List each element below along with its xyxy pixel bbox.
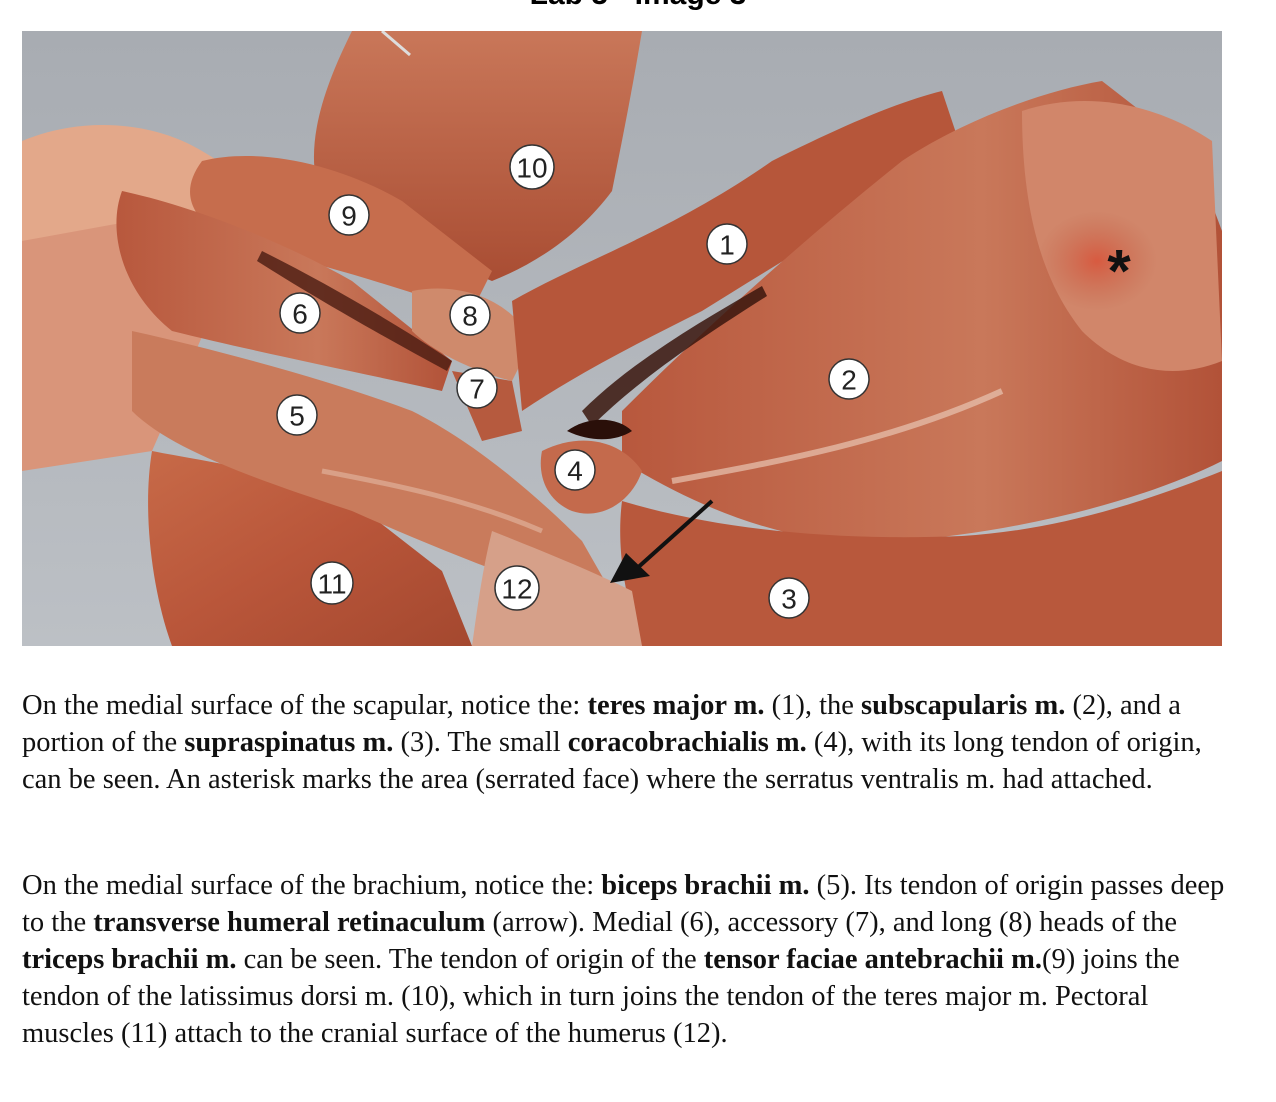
svg-text:9: 9	[341, 201, 357, 232]
svg-text:1: 1	[719, 230, 735, 261]
caption-text: (3). The small	[393, 727, 568, 758]
caption-text: On the medial surface of the brachium, n…	[22, 870, 602, 901]
label-5: 5	[276, 394, 318, 436]
svg-text:11: 11	[317, 569, 346, 600]
fascia-streak	[671, 388, 1004, 484]
caption-text: can be seen. The tendon of origin of the	[236, 944, 704, 975]
svg-text:12: 12	[501, 574, 532, 605]
caption-brachium: On the medial surface of the brachium, n…	[22, 867, 1237, 1052]
crevice	[582, 286, 767, 426]
svg-text:2: 2	[841, 365, 857, 396]
svg-text:5: 5	[289, 401, 305, 432]
serrated-face-highlight	[1037, 211, 1157, 311]
svg-text:6: 6	[292, 299, 308, 330]
bold-term: triceps brachii m.	[22, 944, 237, 975]
label-4: 4	[554, 449, 596, 491]
bold-term: biceps brachii m.	[601, 870, 810, 901]
arrow-shaft	[632, 499, 714, 573]
svg-text:3: 3	[781, 584, 797, 615]
label-11: 11	[310, 561, 354, 605]
label-1: 1	[706, 223, 748, 265]
bold-term: tensor faciae antebrachii m.	[703, 944, 1042, 975]
bold-term: coracobrachialis m.	[567, 727, 807, 758]
caption-text: On the medial surface of the scapular, n…	[22, 690, 588, 721]
bold-term: supraspinatus m.	[184, 727, 394, 758]
anatomy-photo: 1 2 3 4 5 6 7 8 9 10 11 12 *	[22, 31, 1222, 646]
caption-text: (9) joins the tendon of the latissimus d…	[22, 944, 1180, 1049]
pectoral-muscles	[148, 451, 472, 646]
bold-term: transverse humeral retinaculum	[93, 907, 486, 938]
caption-scapula: On the medial surface of the scapular, n…	[22, 687, 1237, 798]
crevice	[567, 419, 632, 440]
svg-text:4: 4	[567, 456, 583, 487]
label-7: 7	[456, 367, 498, 409]
bold-term: teres major m.	[587, 690, 765, 721]
svg-text:7: 7	[469, 374, 485, 405]
caption-text: (4), with its long tendon of origin, can…	[22, 727, 1202, 795]
pin	[381, 31, 411, 57]
triceps-medial-head	[116, 191, 452, 391]
caption-text: (2), and a portion of the	[22, 690, 1181, 758]
crevice	[257, 251, 452, 371]
caption-text: (1), the	[764, 690, 862, 721]
caption-text: (arrow). Medial (6), accessory (7), and …	[485, 907, 1177, 938]
label-3: 3	[768, 577, 810, 619]
label-9: 9	[328, 194, 370, 236]
bold-term: subscapularis m.	[861, 690, 1066, 721]
label-10: 10	[509, 144, 555, 190]
caption-text: (5). Its tendon of origin passes deep to…	[22, 870, 1225, 938]
asterisk-marker: *	[1107, 238, 1131, 305]
label-8: 8	[449, 294, 491, 336]
svg-text:10: 10	[516, 153, 547, 184]
label-2: 2	[828, 358, 870, 400]
label-6: 6	[279, 292, 321, 334]
humerus-region	[472, 531, 642, 646]
arrow-head	[610, 553, 650, 583]
page-heading: Lab 5 - Image 3	[0, 0, 1276, 12]
svg-text:8: 8	[462, 301, 478, 332]
fascia-streak	[321, 468, 543, 534]
label-12: 12	[494, 565, 540, 611]
